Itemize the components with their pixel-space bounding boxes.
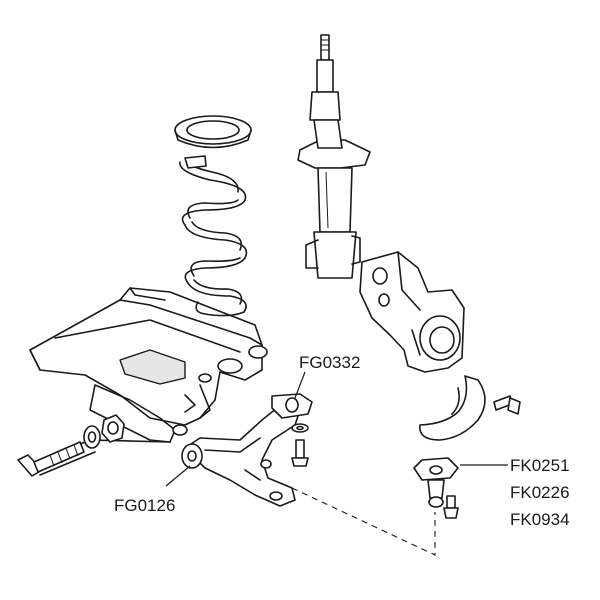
label-fk0226: FK0226 [510, 483, 570, 502]
lower-arm-bolt [17, 441, 85, 477]
shield-bolt [493, 395, 521, 415]
label-fg0126: FG0126 [114, 496, 176, 515]
steering-knuckle [359, 251, 465, 373]
lower-control-arm [181, 393, 313, 507]
label-fk0934: FK0934 [510, 510, 570, 529]
leader-fg0332 [294, 371, 306, 399]
strut [297, 34, 371, 279]
assembly-path [291, 487, 436, 556]
dust-shield [419, 375, 486, 441]
leader-fg0126 [165, 465, 191, 487]
arm-bolt-kit [291, 423, 309, 467]
ball-joint [413, 457, 459, 508]
label-fk0251: FK0251 [510, 456, 570, 475]
washer [83, 425, 101, 449]
label-fg0332: FG0332 [299, 353, 361, 372]
coil-spring [174, 115, 252, 317]
ball-joint-bolt [443, 495, 459, 519]
nut [101, 414, 125, 443]
subframe [29, 287, 268, 476]
